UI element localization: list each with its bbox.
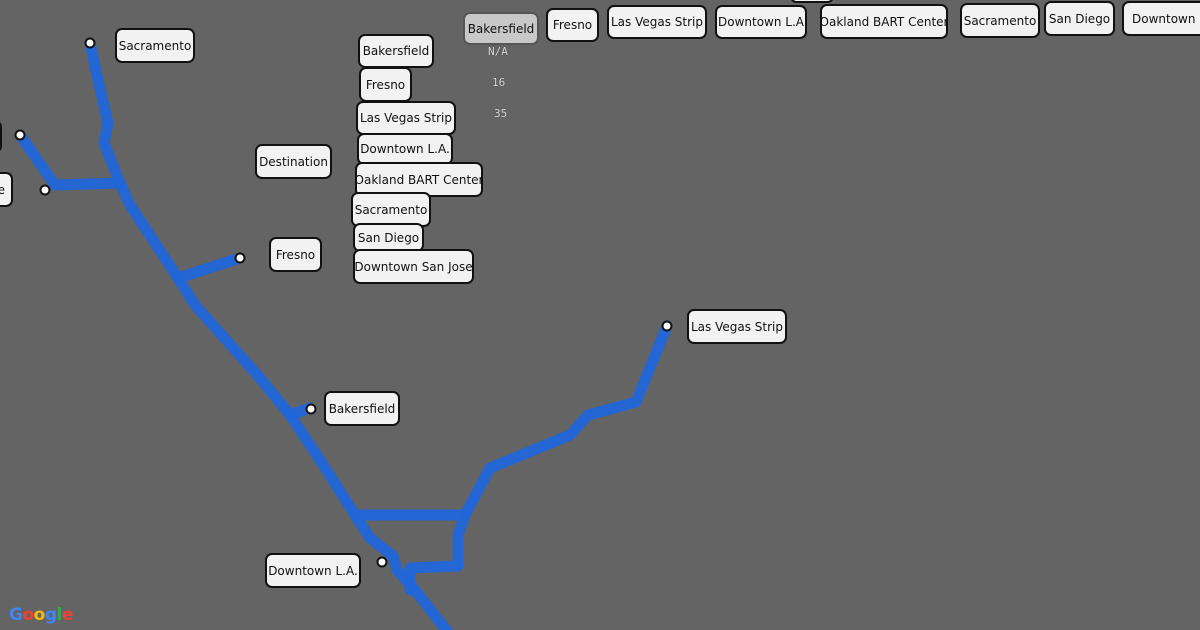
partial-top-box: [790, 0, 834, 3]
marker-las-vegas: [661, 320, 673, 332]
marker-bakersfield: [305, 403, 317, 415]
destination-label: Destination: [255, 144, 332, 179]
tab-sacramento[interactable]: Sacramento: [960, 3, 1040, 38]
map-label-bakersfield[interactable]: Bakersfield: [324, 391, 400, 426]
tab-downtown-san-jose[interactable]: Downtown San Jose: [1122, 1, 1200, 36]
destination-las-vegas-strip[interactable]: Las Vegas Strip: [356, 101, 456, 135]
tab-bakersfield[interactable]: Bakersfield: [463, 12, 539, 45]
marker-downtown-la: [376, 556, 388, 568]
tab-las-vegas-strip[interactable]: Las Vegas Strip: [607, 5, 707, 39]
tab-downtown-la[interactable]: Downtown L.A: [715, 5, 807, 39]
route-main: [84, 37, 454, 630]
map-label-downtown-la[interactable]: Downtown L.A.: [265, 553, 361, 588]
tab-fresno[interactable]: Fresno: [546, 8, 599, 42]
google-logo: Google: [9, 605, 73, 625]
map-label-las-vegas-strip[interactable]: Las Vegas Strip: [687, 309, 787, 344]
value-35: 35: [494, 107, 508, 120]
marker-fresno: [234, 252, 246, 264]
tab-san-diego[interactable]: San Diego: [1044, 1, 1115, 36]
value-16: 16: [492, 76, 506, 89]
destination-downtown-la[interactable]: Downtown L.A.: [357, 133, 453, 165]
marker-sacramento: [84, 37, 96, 49]
destination-sacramento[interactable]: Sacramento: [351, 192, 431, 227]
map-label-sacramento[interactable]: Sacramento: [115, 28, 195, 63]
destination-oakland-bart[interactable]: Oakland BART Center: [355, 162, 483, 197]
route-branch-las-vegas: [349, 320, 673, 521]
map-label-partial-oakland[interactable]: [0, 120, 2, 153]
marker-oakland: [14, 129, 26, 141]
route-loop: [404, 509, 471, 596]
route-branch-oakland: [14, 129, 126, 191]
value-na: N/A: [488, 45, 508, 58]
map-label-partial-san-jose[interactable]: e: [0, 172, 13, 207]
marker-san-jose: [39, 184, 51, 196]
destination-fresno[interactable]: Fresno: [359, 67, 412, 102]
map-label-fresno[interactable]: Fresno: [269, 237, 322, 272]
destination-downtown-san-jose[interactable]: Downtown San Jose: [353, 249, 474, 284]
destination-san-diego[interactable]: San Diego: [353, 223, 424, 252]
route-branch-fresno: [172, 252, 246, 284]
destination-bakersfield[interactable]: Bakersfield: [358, 34, 434, 68]
tab-oakland-bart[interactable]: Oakland BART Center: [820, 4, 948, 39]
